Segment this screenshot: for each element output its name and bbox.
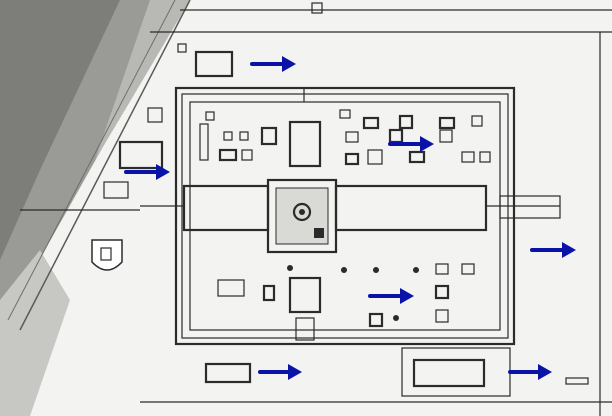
arrow-right-side: [530, 242, 576, 258]
arrow-inner-lower-court: [368, 288, 414, 304]
terrain-shadow: [0, 0, 191, 416]
arrow-bottom-right-shrine: [508, 364, 552, 380]
annotation-arrows: [124, 56, 576, 380]
shield-mark: [91, 239, 123, 271]
lower-court-shrines: [217, 263, 475, 328]
upper-court-shrines: [199, 109, 491, 166]
external-shrines: [103, 43, 589, 397]
arrow-left-shrine: [124, 164, 170, 180]
arrow-inner-upper-court: [388, 136, 434, 152]
central-sanctum: [266, 178, 338, 254]
arrow-top-left-shrine: [250, 56, 296, 72]
arrow-bottom-shrine: [258, 364, 302, 380]
axis-structures: [288, 88, 322, 341]
plate-border: [140, 2, 612, 416]
